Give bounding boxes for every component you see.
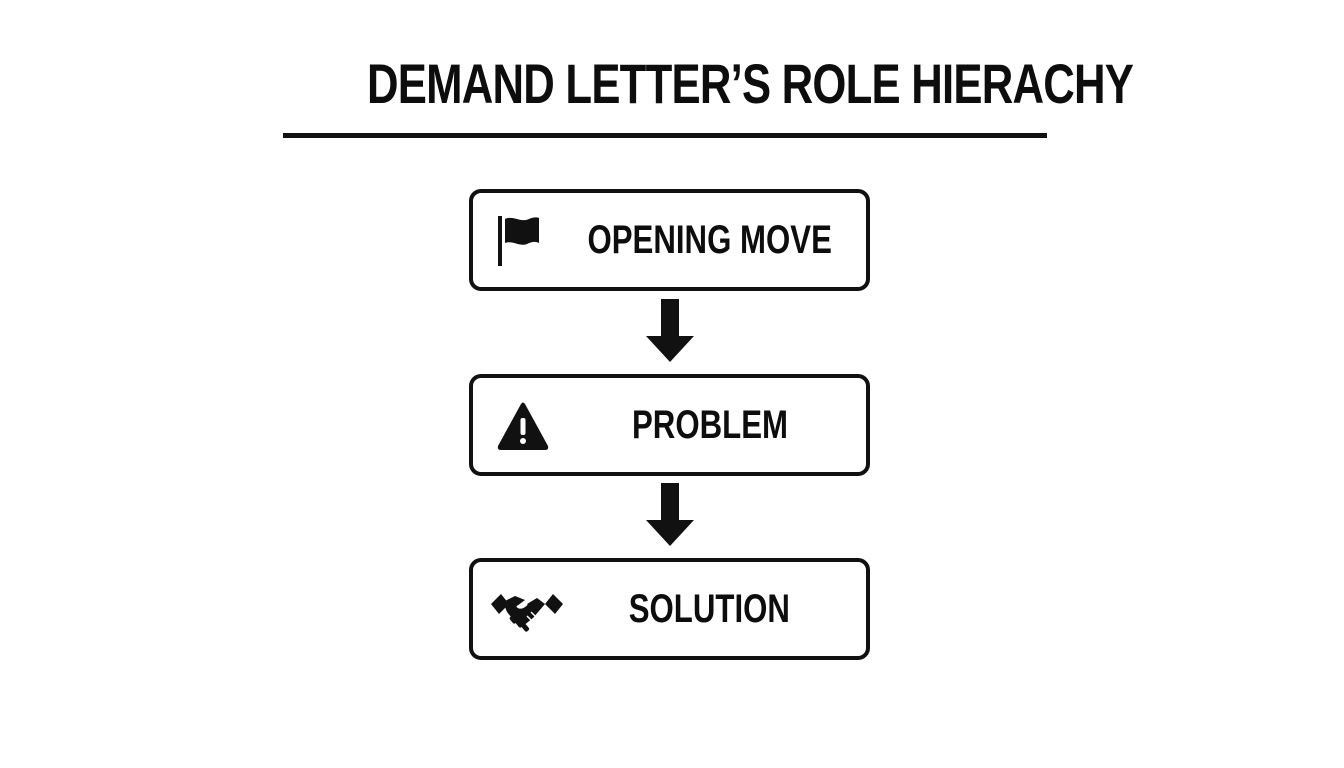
step-solution: SOLUTION <box>469 558 870 660</box>
step-label: OPENING MOVE <box>587 217 832 262</box>
handshake-icon <box>491 594 563 632</box>
step-problem: PROBLEM <box>469 374 870 476</box>
flag-icon <box>498 216 539 266</box>
step-label: PROBLEM <box>631 402 788 447</box>
diagram-title: DEMAND LETTER’S ROLE HIERACHY <box>367 52 1134 115</box>
step-label: SOLUTION <box>628 586 791 631</box>
down-arrow-icon <box>646 299 694 362</box>
step-opening-move: OPENING MOVE <box>469 189 870 291</box>
down-arrow-icon <box>646 483 694 546</box>
title-underline <box>283 133 1047 138</box>
warning-triangle-icon <box>497 402 549 450</box>
